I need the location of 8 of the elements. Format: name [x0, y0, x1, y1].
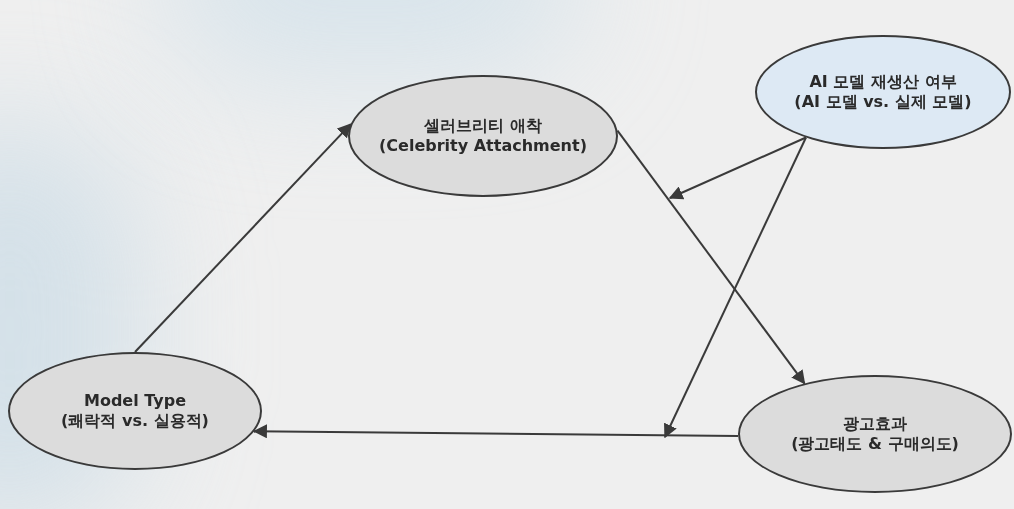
- arrow: [668, 136, 807, 200]
- node-label: AI 모델 재생산 여부 (AI 모델 vs. 실제 모델): [794, 72, 972, 112]
- node-label: 광고효과 (광고태도 & 구매의도): [791, 414, 959, 454]
- arrow: [616, 129, 806, 385]
- node-label: 셀러브리티 애착 (Celebrity Attachment): [379, 116, 587, 156]
- node-label: Model Type (쾌락적 vs. 실용적): [61, 391, 209, 431]
- arrow: [252, 424, 740, 439]
- arrow: [664, 136, 807, 439]
